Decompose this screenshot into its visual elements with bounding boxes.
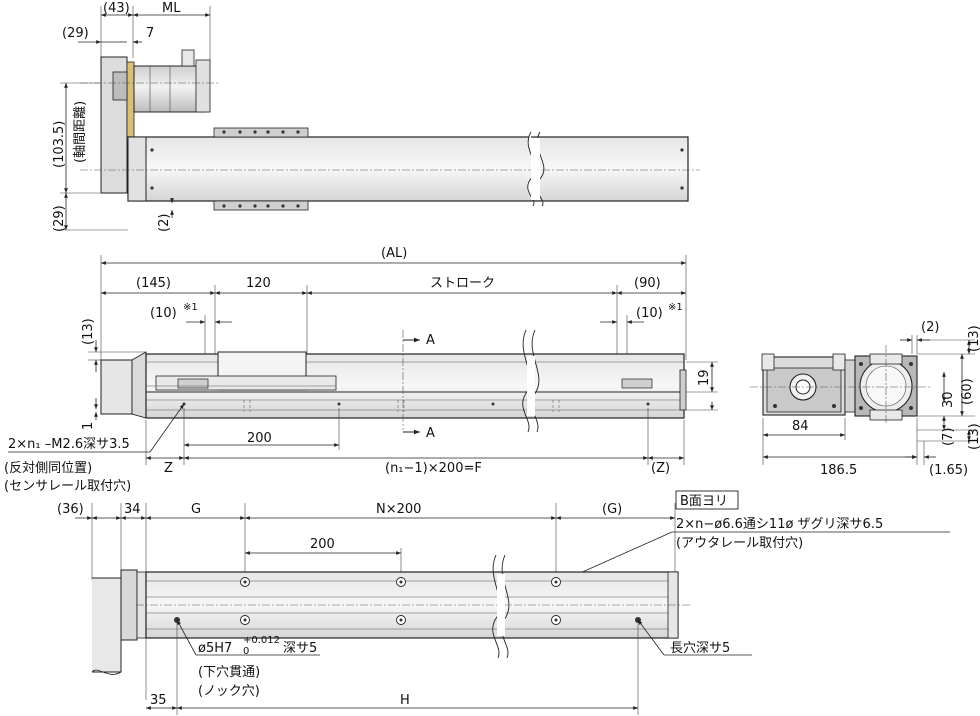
dim-29-bottom: (29) (52, 205, 67, 232)
dim-13-end-top: (13) (967, 325, 980, 352)
dim-186-5: 186.5 (820, 463, 857, 478)
axis-distance-label: (軸間距離) (73, 101, 88, 163)
pin-note-1: (下穴貫通) (198, 665, 260, 680)
dim-60: (60) (960, 378, 975, 405)
dim-z-left: Z (164, 461, 173, 476)
hole-note: (アウタレール取付穴) (676, 536, 803, 551)
hole-spec: 2×n−ø6.6通シ11ø ザグリ深サ6.5 (676, 517, 883, 532)
note-left: ※1 (183, 302, 198, 313)
dim-43: (43) (103, 1, 130, 16)
dim-ml: ML (162, 1, 181, 16)
dim-200-bottom: 200 (310, 537, 335, 552)
dim-200-side: 200 (247, 431, 272, 446)
dim-19: 19 (697, 369, 712, 386)
dim-103-5: (103.5) (52, 121, 67, 168)
stroke-label: ストローク (430, 276, 495, 291)
dim-13-side: (13) (81, 318, 96, 345)
dim-2-end: (2) (921, 320, 939, 335)
dim-g-right: (G) (602, 502, 622, 517)
dim-n200: N×200 (376, 502, 421, 517)
face-label: B面ヨリ (680, 494, 728, 509)
dim-84: 84 (792, 419, 809, 434)
dim-1-65: (1.65) (929, 463, 968, 478)
end-view: (13) (60) 30 (7) (13) (2) 84 186.5 (1.65… (750, 320, 980, 478)
dim-al: (AL) (381, 246, 407, 261)
dim-34: 34 (124, 502, 141, 517)
dim-7: 7 (146, 26, 154, 41)
dim-10-left: (10) (150, 306, 177, 321)
pitch-formula: (n₁−1)×200=F (385, 461, 482, 476)
dim-h: H (400, 693, 410, 708)
bottom-view: (36) 34 G N×200 (G) B面ヨリ 2×n−ø6.6通シ11ø ザ… (57, 490, 950, 715)
pin-note-2: (ノック穴) (198, 684, 260, 699)
tap-note-2: (センサレール取付穴) (4, 479, 131, 494)
dim-g-left: G (191, 502, 201, 517)
tap-note-1: (反対側同位置) (4, 461, 92, 476)
dim-1: 1 (81, 422, 96, 430)
top-view: (43) ML (29) 7 (52, 1, 700, 232)
slot-spec: 長穴深サ5 (670, 641, 730, 656)
section-a-bottom: A (426, 426, 435, 441)
dim-36: (36) (57, 502, 84, 517)
dim-30: 30 (941, 391, 956, 408)
dim-145: (145) (136, 276, 171, 291)
dim-35: 35 (150, 693, 167, 708)
dim-120: 120 (246, 276, 271, 291)
dim-29-top: (29) (62, 26, 89, 41)
pin-tol-upper: +0.012 (243, 635, 280, 646)
pin-prefix: ø5H7 (198, 641, 232, 656)
pin-tol-lower: 0 (243, 646, 249, 657)
note-right: ※1 (668, 302, 683, 313)
dim-z-right: (Z) (651, 461, 670, 476)
dim-2-top-view: (2) (157, 214, 172, 232)
dim-13-end-bottom: (13) (967, 423, 980, 450)
section-a-top: A (426, 333, 435, 348)
dim-90: (90) (634, 276, 661, 291)
dim-10-right: (10) (636, 306, 663, 321)
pin-suffix: 深サ5 (283, 641, 317, 656)
dim-7-end: (7) (941, 428, 956, 446)
tap-spec: 2×n₁ –M2.6深サ3.5 (8, 437, 130, 452)
side-view: (AL) (145) 120 ストローク (90) (10) ※1 (10) ※… (4, 246, 718, 494)
